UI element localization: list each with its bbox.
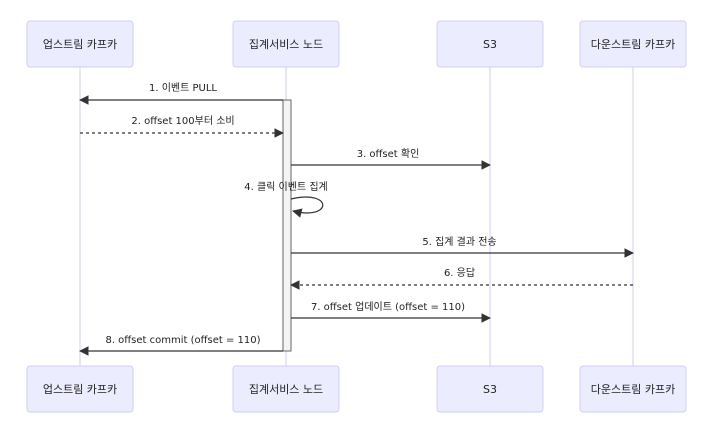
actor-label: S3 [483, 383, 497, 396]
message-8: 8. offset commit (offset = 110) [79, 335, 283, 356]
message-3: 3. offset 확인 [291, 148, 491, 170]
message-4: 4. 클릭 이벤트 집계 [244, 181, 328, 218]
actor-box [436, 365, 544, 413]
message-label: 8. offset commit (offset = 110) [105, 335, 260, 346]
message-7: 7. offset 업데이트 (offset = 110) [291, 300, 491, 323]
actor-agg-bottom: 집계서비스 노드 [232, 365, 340, 413]
actor-box [436, 20, 544, 68]
actor-upstream-top: 업스트림 카프카 [26, 20, 134, 68]
message-label: 4. 클릭 이벤트 집계 [244, 181, 327, 193]
actor-label: 다운스트림 카프카 [591, 383, 675, 396]
actor-downstream-top: 다운스트림 카프카 [579, 20, 687, 68]
message-label: 6. 응답 [444, 267, 475, 279]
actor-label: 집계서비스 노드 [249, 383, 323, 396]
message-label: 2. offset 100부터 소비 [131, 115, 234, 127]
actor-downstream-bottom: 다운스트림 카프카 [579, 365, 687, 413]
message-6: 6. 응답 [290, 267, 633, 290]
actor-s3-top: S3 [436, 20, 544, 68]
self-message-arrow [290, 196, 324, 218]
actor-upstream-bottom: 업스트림 카프카 [26, 365, 134, 413]
message-label: 7. offset 업데이트 (offset = 110) [311, 300, 465, 313]
actor-box [579, 365, 687, 413]
actor-label: 업스트림 카프카 [43, 38, 117, 51]
actor-agg-top: 집계서비스 노드 [232, 20, 340, 68]
actor-box [579, 20, 687, 68]
actor-label: S3 [483, 38, 497, 51]
actor-s3-bottom: S3 [436, 365, 544, 413]
actor-label: 다운스트림 카프카 [591, 38, 675, 51]
message-1: 1. 이벤트 PULL [79, 82, 283, 105]
message-label: 3. offset 확인 [357, 148, 420, 160]
actor-box [26, 20, 134, 68]
actor-box [232, 365, 340, 413]
activation-bar [282, 99, 292, 352]
message-label: 1. 이벤트 PULL [149, 82, 217, 94]
message-2: 2. offset 100부터 소비 [80, 115, 284, 138]
message-label: 5. 집계 결과 전송 [422, 236, 496, 248]
actor-label: 업스트림 카프카 [43, 383, 117, 396]
message-5: 5. 집계 결과 전송 [291, 236, 634, 258]
actor-box [232, 20, 340, 68]
actor-label: 집계서비스 노드 [249, 38, 323, 51]
actor-box [26, 365, 134, 413]
